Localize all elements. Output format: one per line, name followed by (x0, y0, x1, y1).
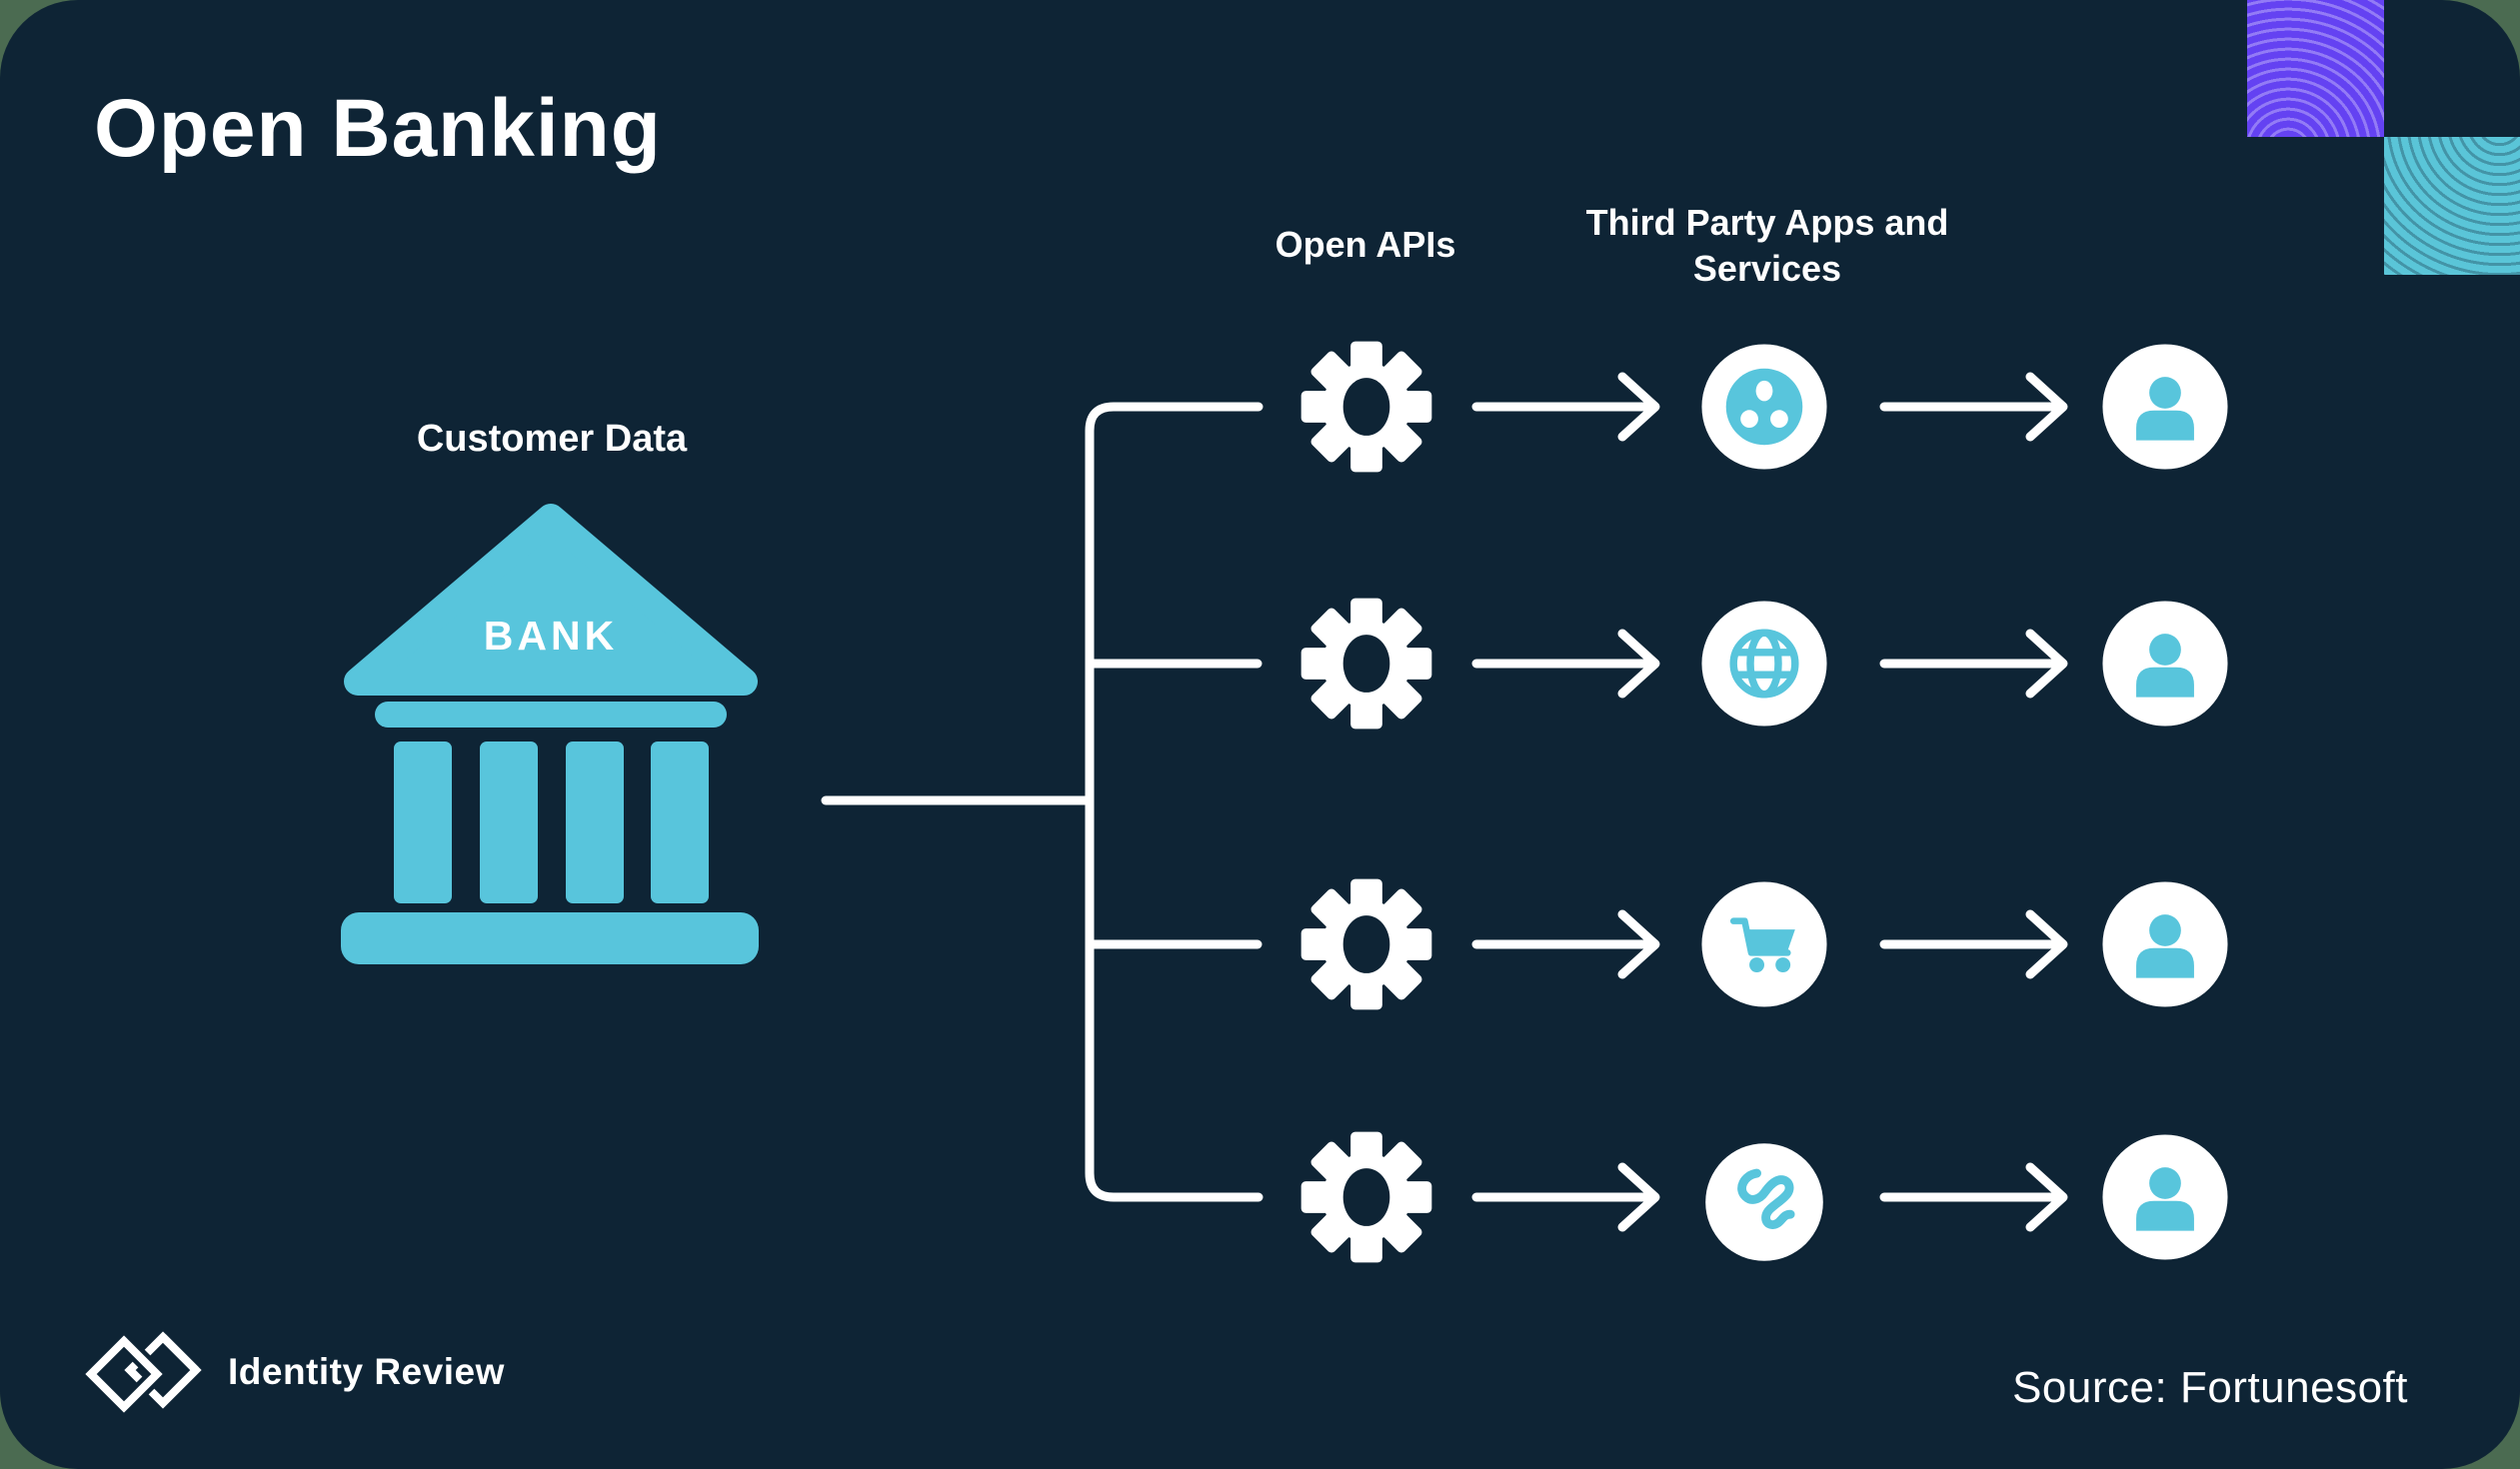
user-icon (2095, 337, 2235, 477)
arrow-service-to-user-row4 (1879, 1162, 2068, 1232)
gear-icon (1296, 874, 1436, 1014)
arrow-service-to-user-row2 (1879, 629, 2068, 699)
arrow-api-to-service-row3 (1471, 909, 1660, 979)
user-icon (2095, 874, 2235, 1014)
gear-icon (1296, 1127, 1436, 1267)
page-title: Open Banking (94, 83, 662, 174)
gear-icon (1296, 594, 1436, 734)
brand-name: Identity Review (228, 1351, 505, 1392)
connected-dots-icon (1694, 337, 1834, 477)
shopping-cart-icon (1694, 874, 1834, 1014)
arrow-api-to-service-row4 (1471, 1162, 1660, 1232)
third-party-label: Third Party Apps and Services (1585, 202, 1949, 289)
arrow-api-to-service-row2 (1471, 629, 1660, 699)
gear-icon (1296, 337, 1436, 477)
bank-text: BANK (484, 613, 618, 659)
arrow-service-to-user-row3 (1879, 909, 2068, 979)
scribble-icon (1694, 1132, 1834, 1272)
arrow-api-to-service-row1 (1471, 372, 1660, 442)
fingerprint-square-teal (2384, 137, 2520, 275)
fingerprint-square-purple (2247, 0, 2384, 137)
identity-review-logo-icon (85, 1328, 202, 1420)
customer-data-label: Customer Data (416, 418, 688, 460)
bank-icon: BANK (341, 504, 759, 964)
user-icon (2095, 1127, 2235, 1267)
branch-spine (1085, 402, 1263, 1202)
user-icon (2095, 594, 2235, 734)
globe-icon (1694, 594, 1834, 734)
arrow-service-to-user-row1 (1879, 372, 2068, 442)
source-credit: Source: Fortunesoft (2012, 1363, 2408, 1412)
open-apis-label: Open APIs (1274, 224, 1456, 265)
